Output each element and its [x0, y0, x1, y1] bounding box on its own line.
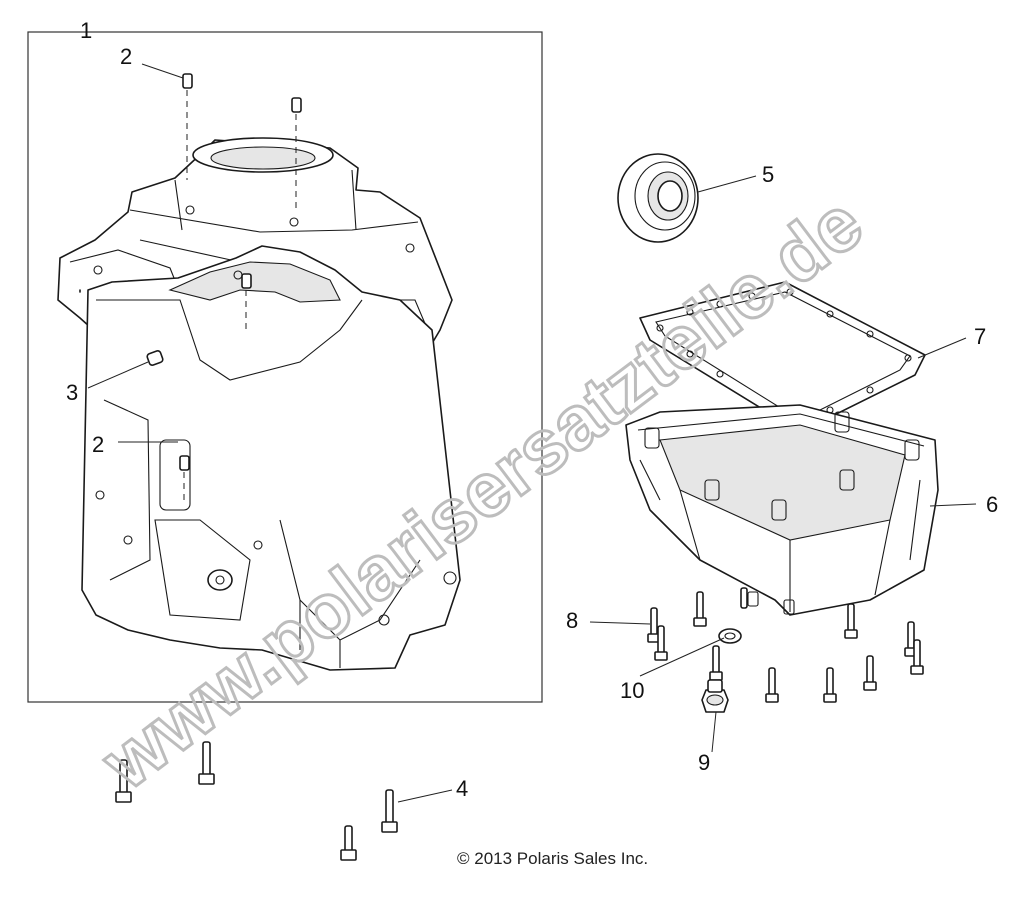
callout-4: 4	[456, 776, 468, 801]
drain-washer	[718, 628, 742, 644]
leader-lines	[87, 63, 977, 803]
callout-7: 7	[974, 324, 986, 349]
callout-5: 5	[762, 162, 774, 187]
callout-2-top: 2	[120, 44, 132, 69]
lower-crankcase	[79, 245, 461, 671]
copyright-notice: © 2013 Polaris Sales Inc.	[457, 849, 648, 868]
plug	[146, 350, 164, 366]
callout-6: 6	[986, 492, 998, 517]
oil-pan-bolts	[647, 587, 924, 703]
callout-10: 10	[620, 678, 644, 703]
callout-9: 9	[698, 750, 710, 775]
callout-3: 3	[66, 380, 78, 405]
callout-8: 8	[566, 608, 578, 633]
callout-1: 1	[80, 18, 92, 43]
oil-seal	[617, 153, 699, 243]
oil-pan	[625, 404, 939, 616]
dowel-pins	[179, 73, 302, 500]
assembly-frame	[27, 31, 543, 703]
oil-pan-gasket	[639, 281, 926, 433]
crankcase-bolts	[115, 741, 398, 861]
callout-2-lower: 2	[92, 432, 104, 457]
drain-plug	[701, 679, 729, 713]
